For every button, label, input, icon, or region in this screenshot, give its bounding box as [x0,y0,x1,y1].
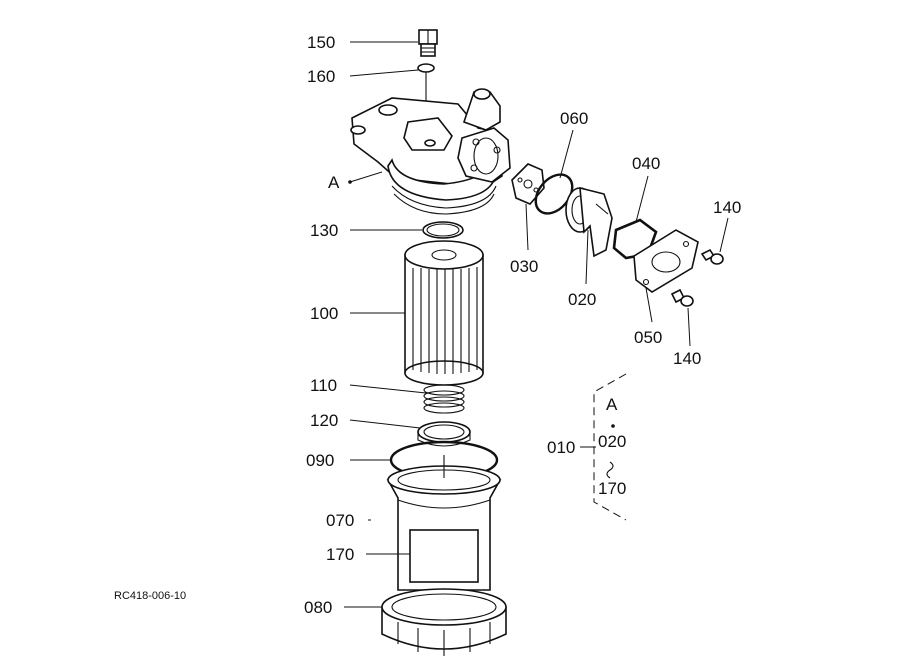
group-bracket-010 [593,373,627,521]
part-110-spring [423,384,465,414]
drawing-code: RC418-006-10 [114,590,186,602]
label-040: 040 [632,154,660,173]
label-090: 090 [306,451,334,470]
part-080-ring-nut [381,588,507,656]
label-120: 120 [310,411,338,430]
part-030-flange [511,163,545,205]
part-170-label [409,529,479,583]
part-140-screw-lower [670,288,694,307]
label-100: 100 [310,304,338,323]
part-100-filter-element [404,240,484,386]
label-030: 030 [510,257,538,276]
label-140-upper: 140 [713,198,741,217]
label-130: 130 [310,221,338,240]
part-150-bolt [418,29,438,57]
label-150: 150 [307,33,335,52]
label-080: 080 [304,598,332,617]
part-120-ring [417,421,471,447]
label-050: 050 [634,328,662,347]
part-020-cock [565,186,613,258]
group-note-170: 170 [598,479,626,498]
label-a: A [328,173,340,192]
label-160: 160 [307,67,335,86]
label-110: 110 [310,376,337,395]
group-note-a: A [606,395,618,414]
group-note-020: 020 [598,432,626,451]
part-050-plate [633,229,699,293]
leader-lines [344,41,729,608]
label-060: 060 [560,109,588,128]
part-140-screw-upper [700,248,724,265]
label-010: 010 [547,438,575,457]
part-130-o-ring [422,221,464,239]
part-a-filter-head [350,88,511,215]
label-020: 020 [568,290,596,309]
part-060-o-ring [534,173,574,215]
label-070: 070 [326,511,354,530]
label-170: 170 [326,545,354,564]
label-140-lower: 140 [673,349,701,368]
